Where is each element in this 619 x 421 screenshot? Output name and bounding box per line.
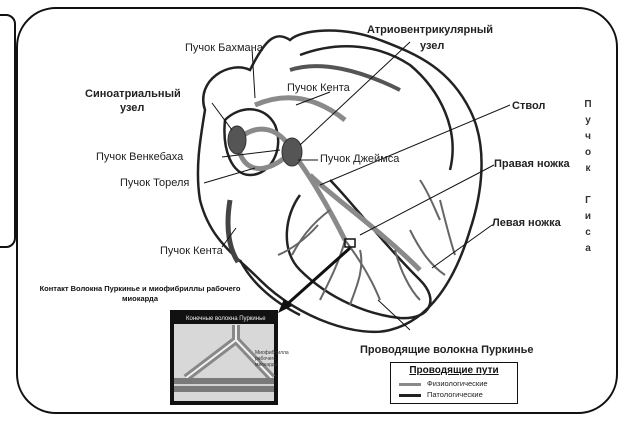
legend-label: Патологические: [427, 390, 483, 399]
label-contact-title-2: миокарда: [30, 294, 250, 304]
label-kent-top: Пучок Кента: [287, 82, 350, 95]
legend-item-physiological: Физиологические: [399, 379, 488, 388]
inset-side-label-3: миокарда: [255, 362, 277, 368]
label-av-node-2: узел: [420, 40, 444, 53]
legend: Проводящие пути Физиологические Патологи…: [390, 362, 518, 404]
his-char: а: [583, 242, 593, 256]
his-char: к: [583, 162, 593, 176]
legend-item-pathological: Патологические: [399, 390, 483, 399]
label-kent-bottom: Пучок Кента: [160, 245, 223, 258]
his-char: ч: [583, 130, 593, 144]
his-char: и: [583, 210, 593, 224]
label-wenckebach: Пучок Венкебаха: [96, 151, 183, 164]
his-char: с: [583, 226, 593, 240]
legend-title: Проводящие пути: [391, 365, 517, 376]
label-sa-node: Синоатриальный: [85, 88, 181, 101]
his-char: у: [583, 114, 593, 128]
label-right-branch: Правая ножка: [494, 158, 570, 171]
label-contact-title: Контакт Волокна Пуркинье и миофибриллы р…: [30, 284, 250, 294]
sa-node-shape: [228, 126, 246, 154]
label-james: Пучок Джеймса: [320, 153, 399, 166]
label-left-branch: Левая ножка: [492, 217, 561, 230]
inset-top-label: Конечные волокна Пуркинье: [186, 316, 266, 322]
legend-swatch: [399, 383, 421, 386]
label-sa-node-2: узел: [120, 102, 144, 115]
legend-label: Физиологические: [427, 379, 488, 388]
his-char: П: [583, 98, 593, 112]
label-trunk: Ствол: [512, 100, 545, 113]
his-char: о: [583, 146, 593, 160]
his-char: Г: [583, 194, 593, 208]
nodes: [228, 126, 302, 166]
label-thorel: Пучок Тореля: [120, 177, 189, 190]
label-bachmann: Пучок Бахмана: [185, 42, 263, 55]
conduction-pathways: [228, 66, 420, 270]
av-node-shape: [282, 138, 302, 166]
legend-swatch: [399, 394, 421, 397]
label-purkinje-fibers: Проводящие волокна Пуркинье: [360, 344, 534, 357]
label-av-node: Атриовентрикулярный: [367, 24, 493, 37]
